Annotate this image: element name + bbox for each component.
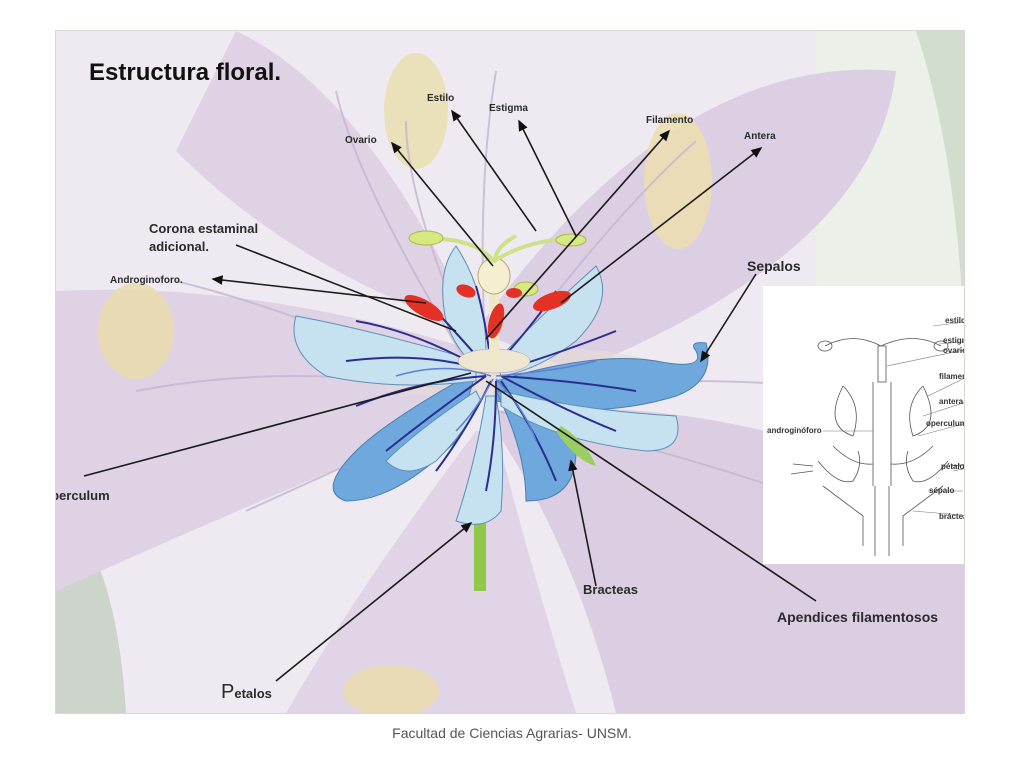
inset-flower-section: [790, 321, 964, 556]
inset-line-diagram: estilo estigma ovario filamento antera a…: [763, 286, 965, 564]
label-corona-line1: Corona estaminal: [149, 221, 259, 236]
inset-label-androginoforo: androginóforo: [767, 426, 822, 435]
inset-label-operculum: operculum: [926, 419, 965, 428]
inset-label-ovario: ovario: [943, 346, 965, 355]
label-estigma: Estigma: [489, 103, 528, 114]
label-operculum: Operculum: [56, 488, 110, 503]
pointer-lines: [83, 109, 817, 682]
inset-label-bractea: bráctea: [939, 512, 965, 521]
inset-label-antera: antera: [939, 397, 964, 406]
label-antera: Antera: [744, 131, 776, 142]
inset-label-estilo: estilo: [945, 316, 965, 325]
page-title: Estructura floral.: [89, 59, 282, 86]
footer-credit: Facultad de Ciencias Agrarias- UNSM.: [392, 725, 632, 741]
label-bracteas: Bracteas: [583, 582, 638, 597]
inset-label-petalo: pétalo: [941, 462, 965, 471]
label-sepalos: Sepalos: [747, 258, 801, 274]
label-androginoforo: Androginoforo.: [110, 275, 183, 286]
label-ovario: Ovario: [345, 135, 377, 146]
inset-label-filamento: filamento: [939, 372, 964, 381]
inset-label-sepalo: sépalo: [929, 486, 955, 495]
passion-flower-illustration: [293, 230, 709, 591]
label-corona-line2: adicional.: [149, 239, 209, 254]
label-filamento: Filamento: [646, 115, 694, 126]
label-estilo: Estilo: [427, 93, 455, 104]
label-apendices: Apendices filamentosos: [777, 609, 939, 625]
label-petalos-rest: etalos: [234, 686, 272, 701]
inset-label-estigma: estigma: [943, 336, 964, 345]
slide-panel: Estructura floral. Estilo Estigma Ovario…: [55, 30, 965, 714]
label-petalos: Petalos: [221, 681, 272, 704]
label-petalos-initial: P: [221, 681, 235, 703]
